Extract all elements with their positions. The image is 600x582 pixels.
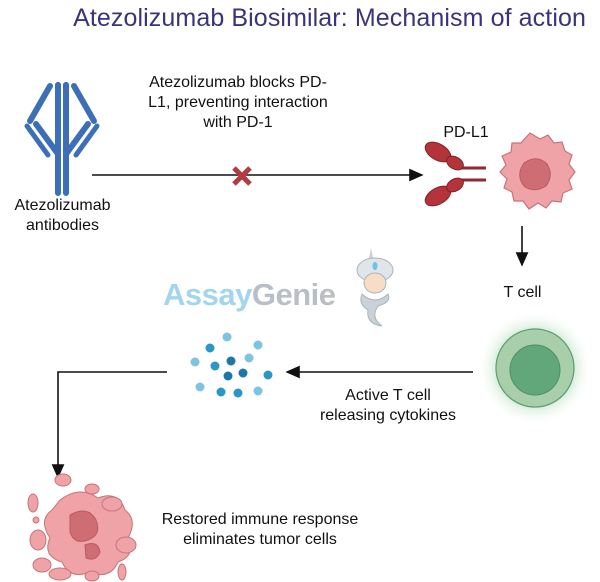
antibody-icon-body: [24, 121, 100, 196]
cytokine-dot: [205, 343, 215, 353]
pdl1-receptor-icon: [424, 141, 486, 207]
block-x-icon: [232, 166, 252, 186]
cytokine-dot: [195, 382, 205, 392]
destroyed-tumor-icon: [27, 473, 137, 582]
antibody-label: Atezolizumab antibodies: [14, 197, 111, 234]
cytokine-dot: [263, 370, 273, 380]
cytokine-dot: [216, 387, 226, 397]
cytokine-dot: [253, 340, 263, 350]
cytokine-dot: [223, 371, 233, 381]
diagram-title: Atezolizumab Biosimilar: Mechanism of ac…: [73, 4, 586, 32]
cytokine-dot: [253, 386, 263, 396]
elbow-arrow: [51, 371, 167, 479]
cytokine-dot: [222, 332, 232, 342]
cytokine-dot: [226, 356, 236, 366]
active-t-cell-label: Active T cell releasing cytokines: [319, 387, 457, 424]
tumor-cell-icon: [499, 132, 576, 210]
genie-mascot-icon: [356, 248, 394, 327]
blocks-label: Atezolizumab blocks PD- L1, preventing i…: [148, 74, 328, 131]
t-cell-label: T cell: [503, 284, 542, 301]
cytokine-dot: [233, 388, 243, 398]
cytokine-dot: [238, 368, 248, 378]
cytokines-icon: [190, 332, 273, 398]
cytokine-dot: [244, 353, 254, 363]
pdl1-label: PD-L1: [443, 124, 489, 141]
antibody-icon: [27, 82, 97, 157]
t-cell-icon: [477, 310, 593, 426]
cytokine-dot: [190, 357, 200, 367]
assaygenie-watermark: AssayGenie: [163, 277, 336, 312]
restored-response-label: Restored immune response eliminates tumo…: [161, 511, 359, 548]
cytokine-dot: [210, 361, 220, 371]
